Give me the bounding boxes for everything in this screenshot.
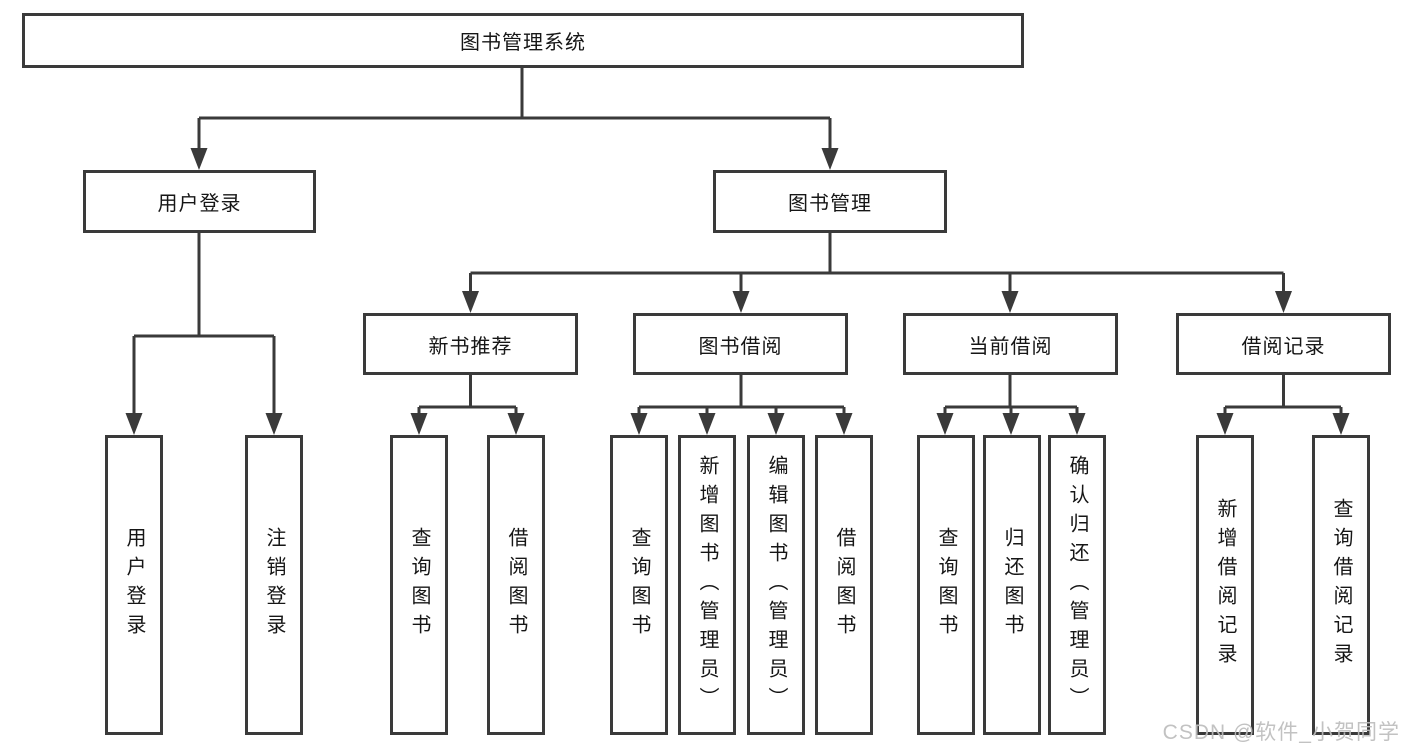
connector-new-book-split <box>417 375 518 414</box>
node-root: 图书管理系统 <box>22 13 1024 68</box>
arrow-down-icon <box>410 413 428 435</box>
arrow-down-icon <box>1332 413 1350 435</box>
arrow-down-icon <box>630 413 648 435</box>
node-logout-leaf: 注销登录 <box>245 435 303 735</box>
arrow-down-icon <box>1216 413 1234 435</box>
arrow-down-icon <box>1068 413 1086 435</box>
arrow-down-icon <box>732 291 750 313</box>
node-add-book-admin: 新增图书（管理员） <box>678 435 736 735</box>
node-book-management: 图书管理 <box>713 170 947 233</box>
node-user-login-leaf: 用户登录 <box>105 435 163 735</box>
node-query-books-recommend: 查询图书 <box>390 435 448 735</box>
connector-borrow-records-split <box>1223 375 1343 414</box>
arrow-down-icon <box>767 413 785 435</box>
connector-book-management-split <box>469 233 1285 292</box>
node-query-books-current: 查询图书 <box>917 435 975 735</box>
arrow-down-icon <box>507 413 525 435</box>
node-confirm-return-admin: 确认归还（管理员） <box>1048 435 1106 735</box>
node-edit-book-admin: 编辑图书（管理员） <box>747 435 805 735</box>
arrow-down-icon <box>821 148 839 170</box>
arrow-down-icon <box>125 413 143 435</box>
connector-user-login-split <box>132 233 276 414</box>
arrow-down-icon <box>265 413 283 435</box>
node-borrow-books-recommend: 借阅图书 <box>487 435 545 735</box>
connector-current-borrowing-split <box>943 375 1079 414</box>
node-borrow-books-borrowing: 借阅图书 <box>815 435 873 735</box>
arrow-down-icon <box>835 413 853 435</box>
arrow-down-icon <box>462 291 479 313</box>
node-return-book: 归还图书 <box>983 435 1041 735</box>
node-new-book-recommend: 新书推荐 <box>363 313 578 375</box>
connector-root-split <box>197 66 832 149</box>
watermark: CSDN @软件_小贺同学 <box>1162 721 1400 744</box>
arrow-down-icon <box>698 413 716 435</box>
node-user-login: 用户登录 <box>83 170 316 233</box>
node-borrow-records: 借阅记录 <box>1176 313 1391 375</box>
arrow-down-icon <box>1275 291 1292 313</box>
connector-book-borrowing-split <box>637 375 846 414</box>
node-current-borrowing: 当前借阅 <box>903 313 1118 375</box>
node-book-borrowing: 图书借阅 <box>633 313 848 375</box>
node-query-books-borrowing: 查询图书 <box>610 435 668 735</box>
arrow-down-icon <box>1002 413 1020 435</box>
node-add-borrow-record: 新增借阅记录 <box>1196 435 1254 735</box>
arrow-down-icon <box>1001 291 1019 313</box>
arrow-down-icon <box>936 413 954 435</box>
node-query-borrow-record: 查询借阅记录 <box>1312 435 1370 735</box>
arrow-down-icon <box>190 148 208 170</box>
